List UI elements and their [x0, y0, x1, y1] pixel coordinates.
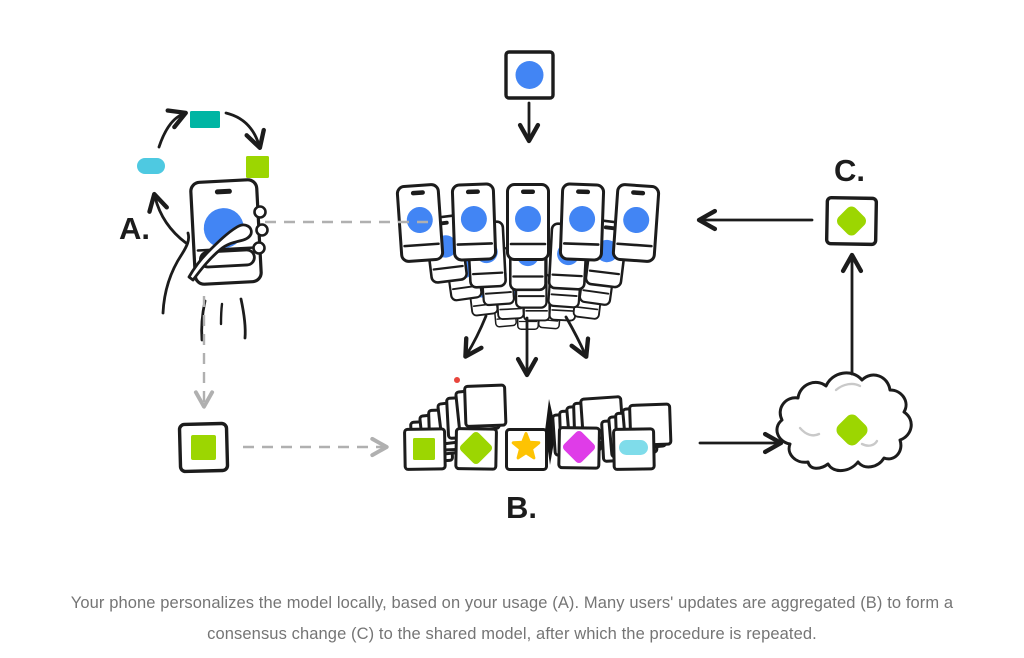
cyan-pill-icon — [619, 440, 648, 455]
cycle-rect-icon — [190, 111, 220, 128]
label-b: B. — [506, 490, 537, 525]
figure-caption: Your phone personalizes the model locall… — [0, 588, 1024, 650]
label-a: A. — [119, 211, 150, 246]
label-c: C. — [834, 153, 865, 188]
phone-icon — [558, 182, 606, 262]
caption-line-1: Your phone personalizes the model locall… — [70, 594, 954, 612]
star-icon — [511, 432, 541, 460]
cycle-arrow-from-phone — [147, 191, 188, 245]
phones-to-updates-arrows — [463, 314, 591, 378]
magenta-diamond-icon — [562, 430, 596, 464]
phone-icon — [506, 183, 550, 261]
aggregation-cloud — [775, 371, 913, 472]
cycle-arrow-down — [224, 111, 266, 151]
update-stacks — [403, 377, 673, 471]
green-diamond-icon — [459, 431, 493, 465]
local-update-card — [177, 421, 230, 474]
phone-icon — [611, 182, 661, 264]
user-hand-phone — [161, 178, 269, 342]
diagram-canvas: A. — [119, 50, 913, 525]
thumb — [187, 223, 253, 282]
cycle-square-icon — [246, 156, 269, 178]
green-square-icon — [413, 438, 435, 460]
consensus-model-icon — [824, 195, 879, 247]
phone-icon — [450, 182, 498, 262]
caption-line-2: consensus change (C) to the shared model… — [207, 625, 817, 643]
cloud-green-diamond-icon — [836, 414, 868, 446]
update-card — [463, 383, 508, 428]
consensus-green-diamond-icon — [837, 206, 866, 236]
card-edge-wedge — [545, 399, 556, 465]
cycle-arrow-up — [157, 108, 188, 149]
phone-cluster — [395, 182, 661, 330]
cycle-pill-icon — [137, 158, 165, 174]
red-dot — [454, 377, 460, 383]
shared-model-icon — [504, 50, 555, 100]
